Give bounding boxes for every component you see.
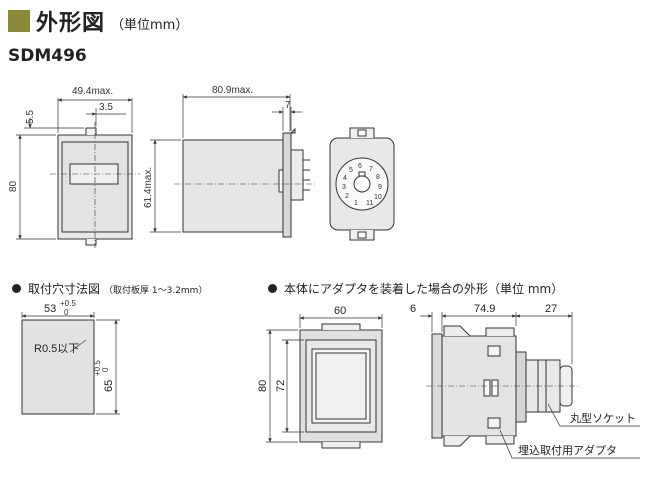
dim-height-61: 61.4max.: [143, 167, 154, 208]
terminal-label: 6: [358, 163, 362, 170]
adapter-height-80: 80: [257, 380, 269, 392]
dim-width-max: 49.4max.: [72, 86, 113, 97]
adapter-front-dimensions: [266, 314, 383, 443]
adapter-depth-74-9: 74.9: [474, 303, 495, 315]
front-view-dimensions: [16, 98, 133, 240]
cutout-width-tol-zero: 0: [64, 308, 69, 317]
section-cutout-note: （取付板厚 1〜3.2mm）: [104, 286, 208, 296]
panel-cutout: [21, 319, 95, 415]
cutout-height-tol-plus: +0.5: [93, 360, 102, 376]
adapter-side-dimensions: [420, 312, 640, 459]
cutout-height-tol-zero: 0: [101, 367, 110, 372]
bullet-icon: [12, 284, 21, 293]
adapter-height-72: 72: [275, 380, 287, 392]
terminal-label: 1: [354, 200, 358, 207]
terminal-label: 2: [345, 193, 349, 200]
dim-height-80: 80: [8, 180, 19, 192]
bullet-icon: [268, 284, 277, 293]
callout-round-socket: 丸型ソケット: [570, 411, 636, 425]
socket-terminal-numbers: 6 7 8 9 10 11 1 2 3 4 5: [342, 163, 382, 207]
cutout-width-tol-plus: +0.5: [60, 299, 76, 308]
callout-flush-adapter: 埋込取付用アダプタ: [518, 443, 617, 457]
adapter-width-60: 60: [334, 305, 346, 317]
terminal-label: 3: [342, 184, 346, 191]
dim-terminal-7: 7: [285, 100, 291, 111]
page-title: 外形図: [36, 11, 106, 36]
section-adapter-heading: 本体にアダプタを装着した場合の外形（単位 mm）: [268, 280, 563, 297]
terminal-label: 7: [369, 166, 373, 173]
terminal-label: 4: [343, 175, 347, 182]
terminal-label: 11: [366, 200, 373, 207]
terminal-label: 9: [378, 184, 382, 191]
adapter-depth-27: 27: [545, 303, 557, 315]
dim-depth-max: 80.9max.: [212, 85, 253, 96]
cutout-dimensions: [21, 312, 120, 415]
cutout-radius-note: R0.5以下: [34, 343, 79, 355]
section-cutout-heading: 取付穴寸法図 （取付板厚 1〜3.2mm）: [12, 280, 207, 297]
dim-offset-3-5: 3.5: [99, 102, 113, 113]
page-header: 外形図 （単位mm）: [8, 8, 189, 36]
terminal-label: 5: [349, 167, 353, 174]
terminal-label: 10: [374, 194, 382, 201]
side-view-dimensions: [150, 94, 302, 233]
terminal-label: 8: [376, 174, 380, 181]
unit-label: （単位mm）: [111, 17, 189, 33]
rear-view: [329, 127, 395, 241]
adapter-depth-6: 6: [410, 303, 416, 315]
section-adapter-title: 本体にアダプタを装着した場合の外形（単位 mm）: [284, 282, 564, 296]
front-view: [50, 122, 140, 248]
title-marker-square: [8, 10, 30, 32]
section-cutout-title: 取付穴寸法図: [28, 282, 101, 296]
adapter-front-view: [299, 323, 383, 449]
adapter-side-view: [426, 325, 580, 447]
cutout-width-value: 53: [44, 303, 56, 315]
cutout-height-value: 65: [103, 380, 115, 392]
model-name: SDM496: [8, 46, 87, 66]
dim-offset-5-5: 5.5: [25, 110, 36, 124]
side-view: [174, 127, 316, 238]
